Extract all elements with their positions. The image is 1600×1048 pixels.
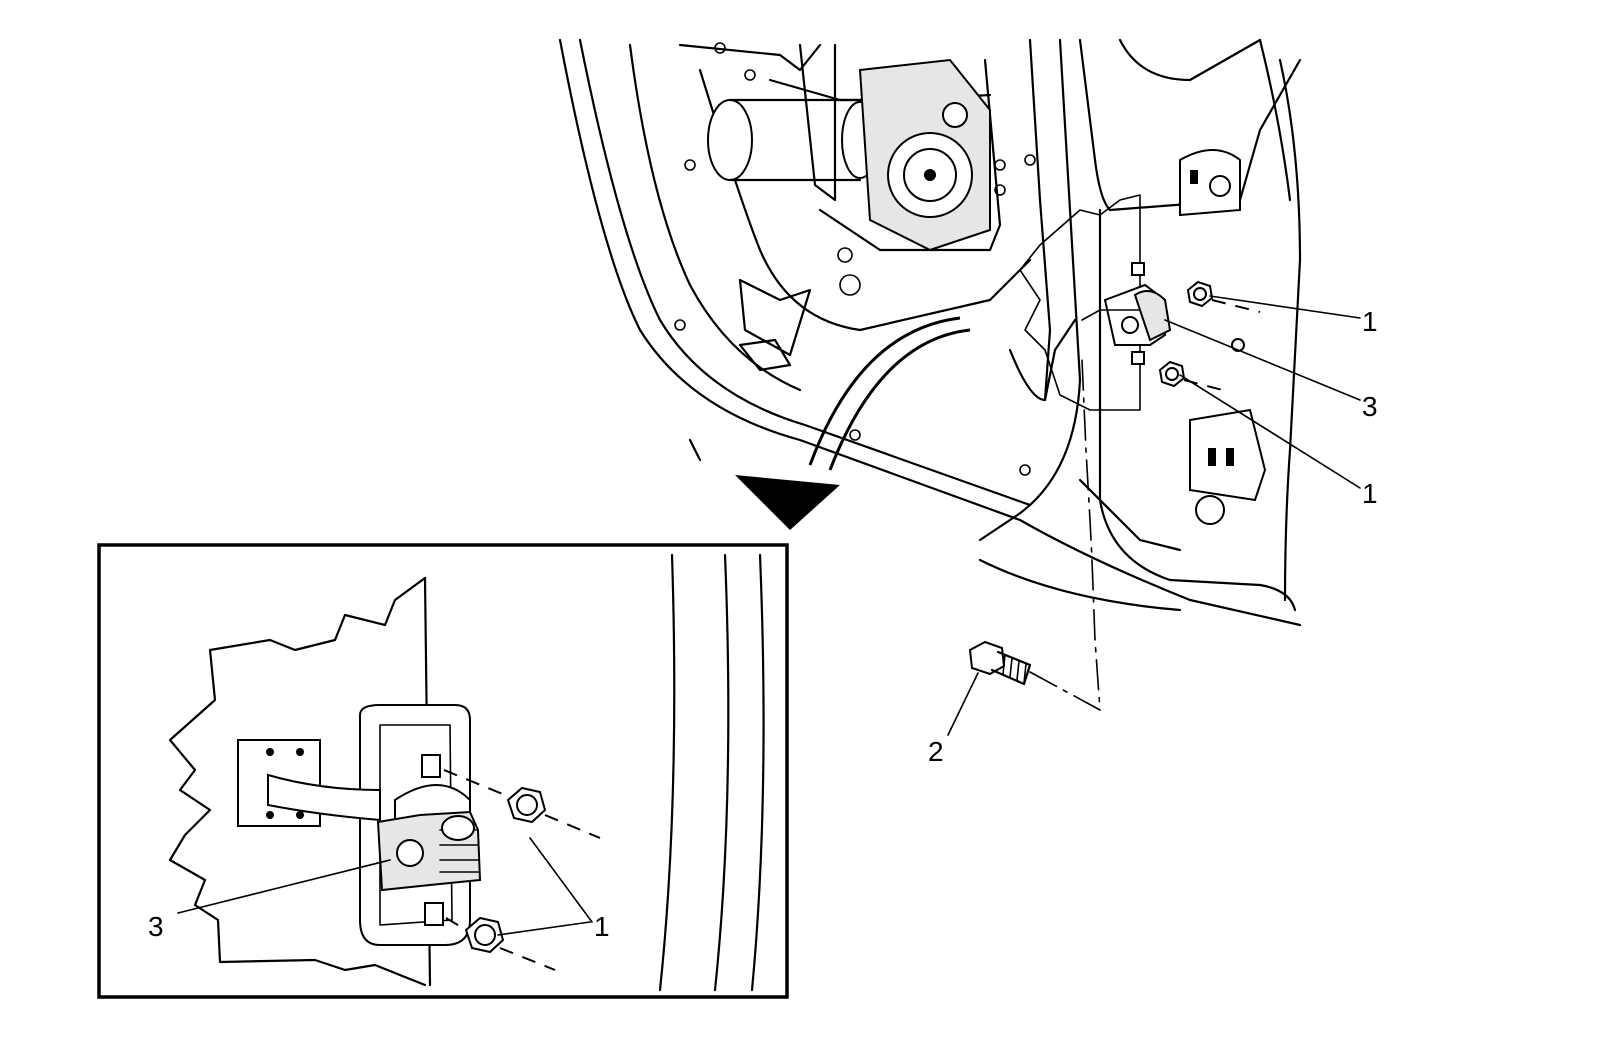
inset-nut-lower	[445, 916, 556, 971]
callout-label-nut-upper: 1	[1362, 306, 1378, 337]
zoom-arrow	[735, 316, 971, 530]
door-inner-panel	[558, 38, 1302, 627]
inset-callout-label-nuts: 1	[594, 911, 610, 942]
callout-label-check-link: 3	[1362, 391, 1378, 422]
callout-label-bolt: 2	[928, 736, 944, 767]
nut-upper-top	[1186, 280, 1261, 313]
callout-leaders-top	[947, 295, 1361, 736]
bolt-guide-line	[1029, 359, 1101, 711]
callout-label-nut-lower: 1	[1362, 478, 1378, 509]
guide-bracket	[1081, 309, 1141, 321]
inset-detail-view	[97, 543, 789, 999]
bolt	[968, 640, 1032, 686]
nut-lower-top	[1158, 360, 1231, 393]
callout-leaders-inset	[177, 837, 593, 936]
inset-nut-upper	[443, 769, 601, 839]
check-link-assembly-top	[1103, 262, 1172, 365]
inset-callout-label-check-link: 3	[148, 911, 164, 942]
